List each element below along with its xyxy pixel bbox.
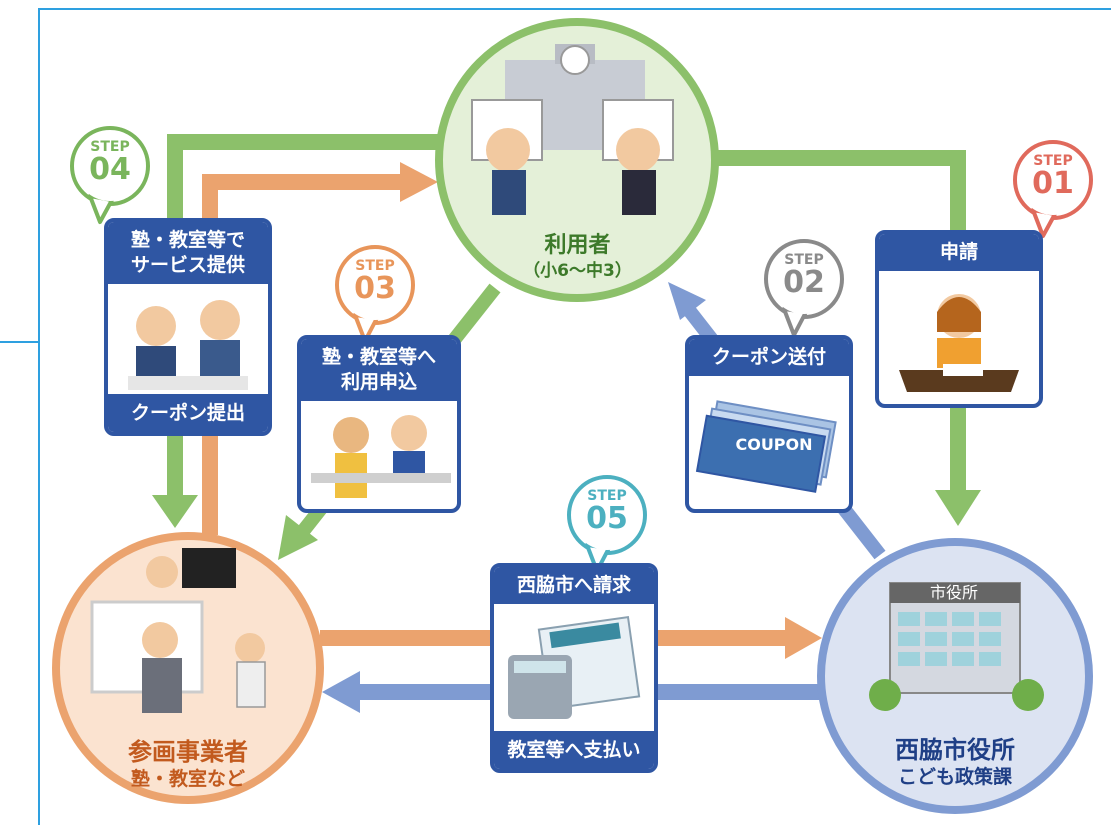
step-04-label: STEP 04 — [89, 139, 131, 187]
tutoring-illustration-icon — [128, 300, 248, 390]
provider-node-label: 参画事業者 塾・教室など — [88, 737, 288, 791]
service-card: 塾・教室等で サービス提供 クーポン提出 — [104, 218, 272, 436]
orange-arrowhead-to-city — [785, 617, 822, 659]
step-05-label: STEP 05 — [586, 488, 628, 536]
step-01-bubble — [1013, 140, 1093, 238]
apply-school-card-header: 塾・教室等へ 利用申込 — [301, 339, 457, 401]
service-card-footer: クーポン提出 — [108, 394, 268, 432]
city-node-label: 西脇市役所 こども政策課 — [855, 735, 1055, 789]
reception-illustration-icon — [311, 415, 451, 498]
orange-arrowhead-to-user — [400, 162, 438, 202]
step-01-label: STEP 01 — [1032, 153, 1074, 201]
step-02-label: STEP 02 — [783, 252, 825, 300]
invoice-card: 西脇市へ請求 教室等へ支払い — [490, 563, 658, 773]
invoice-calculator-icon — [508, 615, 641, 719]
user-title: 利用者 — [544, 233, 611, 258]
step-02-bubble — [764, 239, 844, 337]
step-05-bubble — [567, 475, 647, 573]
coupon-card-header: クーポン送付 — [689, 339, 849, 376]
step-04-bubble — [70, 126, 150, 224]
provider-subtitle: 塾・教室など — [130, 768, 245, 790]
coupon-card: クーポン送付 COUPON — [685, 335, 853, 513]
applicant-writing-icon — [899, 294, 1019, 392]
city-subtitle: こども政策課 — [897, 766, 1012, 788]
green-arrowhead-to-city — [935, 490, 981, 526]
invoice-card-footer: 教室等へ支払い — [494, 731, 654, 769]
left-divider-line — [0, 341, 38, 343]
service-card-header: 塾・教室等で サービス提供 — [108, 222, 268, 284]
user-node-label: 利用者 （小6～中3） — [480, 232, 675, 282]
green-arrowhead-down-left — [152, 495, 198, 528]
piano-icon — [182, 548, 236, 588]
application-card-header: 申請 — [879, 234, 1039, 271]
invoice-card-header: 西脇市へ請求 — [494, 567, 654, 604]
step-03-label: STEP 03 — [354, 258, 396, 306]
clock-icon — [560, 45, 590, 75]
apply-school-card: 塾・教室等へ 利用申込 — [297, 335, 461, 513]
coupon-tickets-icon — [695, 400, 837, 493]
city-hall-sign: 市役所 — [929, 583, 978, 602]
blue-arrowhead-to-user — [668, 282, 706, 320]
blue-arrowhead-to-provider — [322, 671, 360, 713]
student-boy-icon — [616, 128, 660, 172]
teacher-icon — [142, 622, 178, 658]
city-title: 西脇市役所 — [895, 736, 1015, 764]
city-hall-windows — [898, 612, 1001, 666]
step-03-bubble — [335, 245, 415, 343]
baseball-player-icon — [235, 633, 265, 663]
green-arrowhead-diagonal — [278, 515, 318, 560]
student-girl-icon — [486, 128, 530, 172]
user-subtitle: （小6～中3） — [523, 261, 632, 281]
coupon-text: COUPON — [735, 435, 813, 454]
provider-title: 参画事業者 — [128, 738, 248, 766]
pianist-icon — [146, 556, 178, 588]
application-card: 申請 — [875, 230, 1043, 408]
